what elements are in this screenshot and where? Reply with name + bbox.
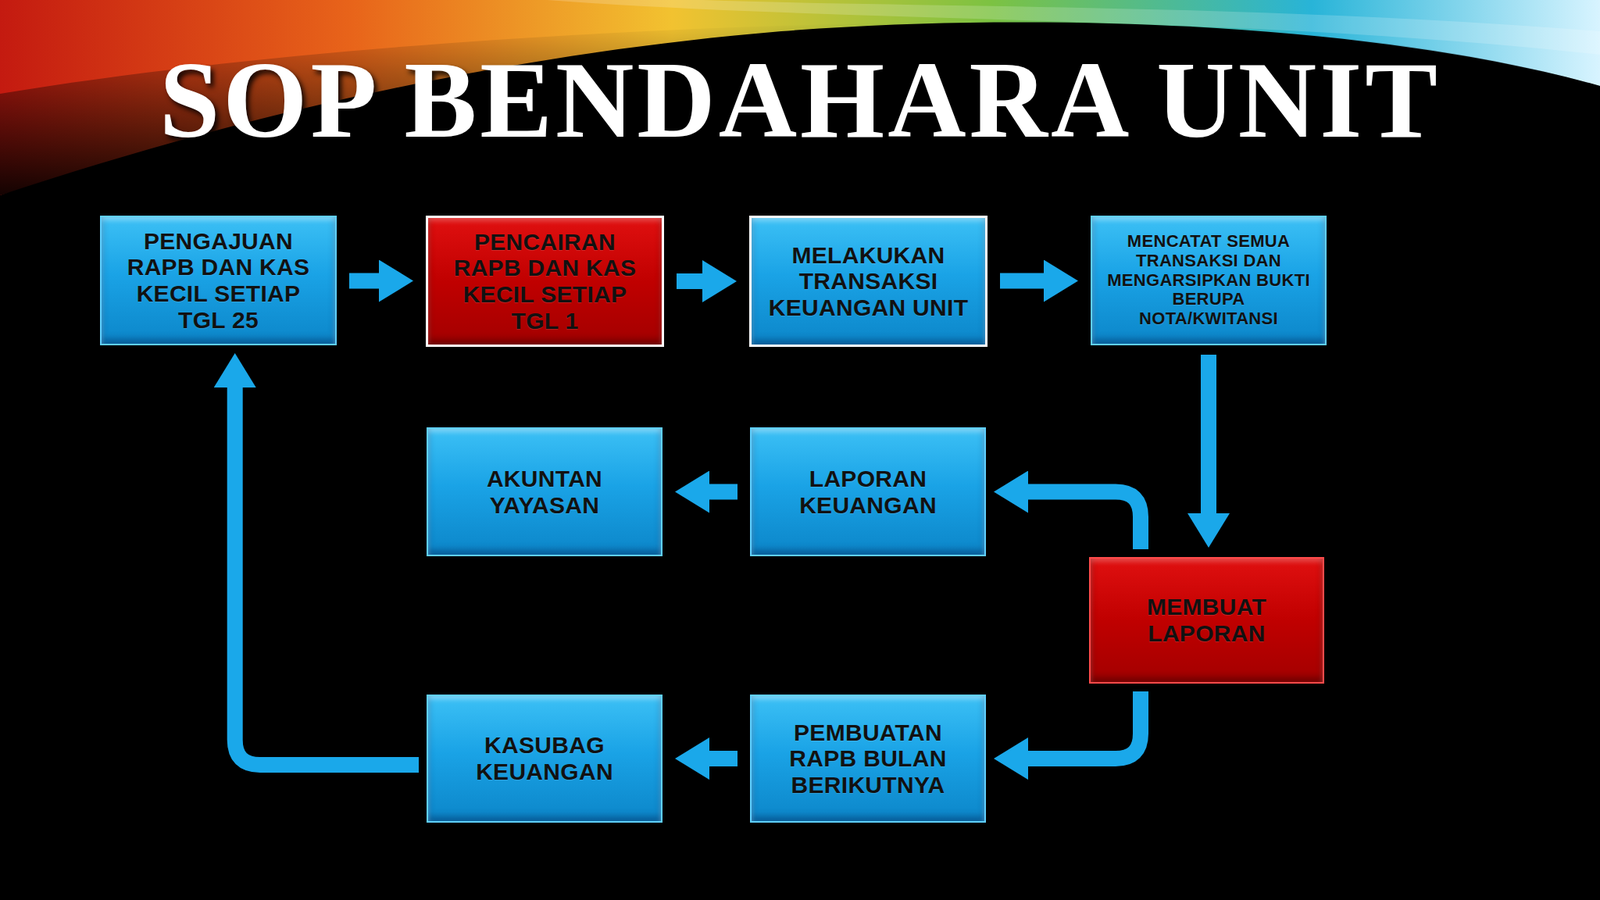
flow-arrow: [1200, 354, 1217, 522]
box-label: PENCAIRAN RAPB DAN KAS KECIL SETIAP TGL …: [439, 228, 651, 334]
box-label: MELAKUKAN TRANSAKSI KEUANGAN UNIT: [762, 242, 975, 322]
flow-arrow: [1000, 273, 1052, 290]
process-box: PENCAIRAN RAPB DAN KAS KECIL SETIAP TGL …: [425, 215, 665, 347]
flow-arrow: [349, 273, 387, 290]
box-label: KASUBAG KEUANGAN: [439, 732, 650, 785]
process-box: AKUNTAN YAYASAN: [426, 427, 663, 557]
process-box: MEMBUAT LAPORAN: [1089, 557, 1325, 684]
flow-arrow: [1020, 492, 1141, 550]
flow-arrow: [701, 750, 738, 767]
box-label: PEMBUATAN RAPB BULAN BERIKUTNYA: [762, 719, 974, 799]
process-box: PENGAJUAN RAPB DAN KAS KECIL SETIAP TGL …: [100, 215, 337, 346]
flow-arrow: [235, 379, 419, 765]
process-box: KASUBAG KEUANGAN: [426, 694, 663, 823]
flow-arrow: [701, 484, 738, 500]
box-label: MEMBUAT LAPORAN: [1101, 593, 1312, 647]
process-box: LAPORAN KEUANGAN: [750, 427, 986, 557]
swoosh-shade: [0, 21, 1600, 196]
box-label: LAPORAN KEUANGAN: [762, 465, 974, 518]
flow-arrow: [676, 273, 711, 290]
box-label: MENCATAT SEMUA TRANSAKSI DAN MENGARSIPKA…: [1103, 232, 1315, 329]
process-box: MELAKUKAN TRANSAKSI KEUANGAN UNIT: [749, 215, 988, 347]
box-label: PENGAJUAN RAPB DAN KAS KECIL SETIAP TGL …: [112, 228, 325, 333]
box-label: AKUNTAN YAYASAN: [439, 465, 650, 518]
process-box: PEMBUATAN RAPB BULAN BERIKUTNYA: [750, 694, 986, 823]
flow-arrow: [1020, 691, 1141, 759]
process-box: MENCATAT SEMUA TRANSAKSI DAN MENGARSIPKA…: [1090, 215, 1327, 346]
swoosh-band: [0, 0, 1600, 196]
slide-title: SOP BENDAHARA UNIT: [0, 40, 1600, 161]
